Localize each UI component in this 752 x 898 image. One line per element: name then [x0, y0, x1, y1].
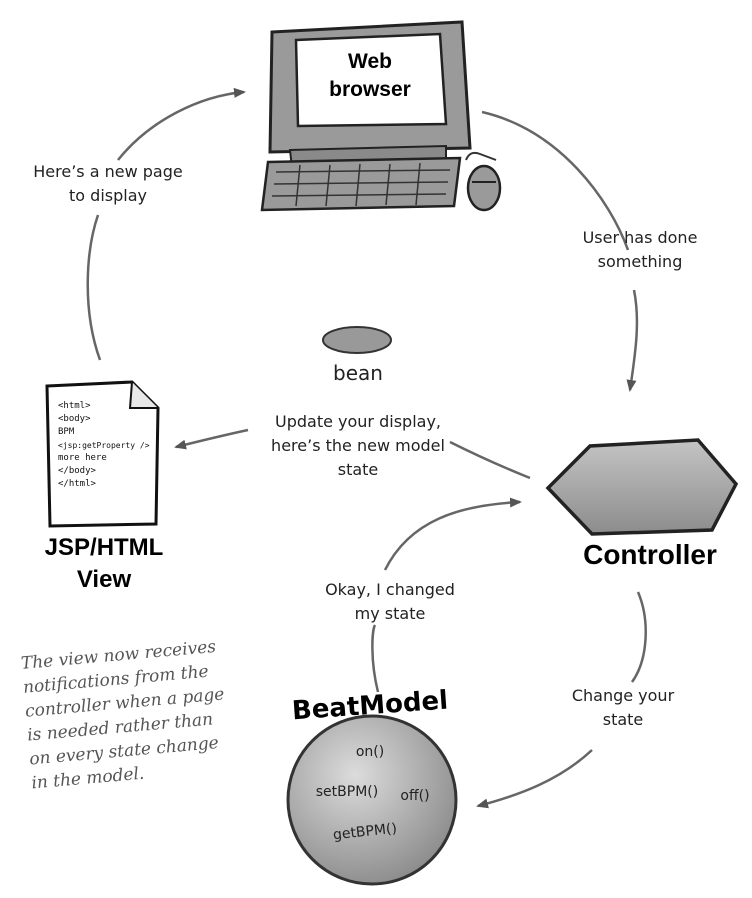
computer-icon — [260, 20, 502, 212]
label-line: Change your — [571, 686, 675, 705]
code-line: </body> — [58, 466, 96, 476]
label-line: to display — [69, 186, 147, 205]
handwritten-note: The view now receives notifications from… — [20, 631, 272, 795]
browser-label-line: Web — [348, 50, 392, 73]
label-line: something — [597, 252, 683, 271]
arrow-controller-to-view — [176, 428, 531, 480]
arrow-view-to-browser — [86, 92, 244, 361]
label-line: here’s the new model — [271, 436, 445, 455]
label-line: state — [602, 710, 644, 729]
jsp-document-icon — [45, 380, 160, 528]
arrow-controller-to-model — [478, 591, 647, 806]
code-line: <html> — [58, 401, 91, 411]
label-line: state — [337, 460, 379, 479]
new-page-label: Here’s a new page to display — [18, 160, 198, 208]
view-title-line: View — [76, 566, 132, 593]
jsp-code: <html> <body> BPM <jsp:getProperty /> mo… — [58, 400, 154, 491]
controller-label: Controller — [583, 539, 717, 570]
label-line: Update your display, — [275, 412, 441, 431]
method-set-bpm: setBPM() — [315, 784, 379, 800]
bean-icon — [322, 326, 392, 354]
controller-hexagon-icon — [545, 438, 739, 536]
changed-state-label: Okay, I changed my state — [300, 578, 480, 626]
beat-model-sphere-icon — [286, 714, 458, 886]
view-title: JSP/HTML View — [14, 532, 194, 596]
label-line: my state — [354, 604, 426, 623]
code-line: more here — [58, 453, 107, 463]
user-action-label: User has done something — [560, 226, 720, 274]
method-on: on() — [355, 744, 385, 760]
code-line: </html> — [58, 479, 96, 489]
method-off: off() — [400, 788, 430, 804]
code-line: <body> — [58, 414, 91, 424]
code-line: <jsp:getProperty /> — [58, 441, 150, 450]
browser-label-line: browser — [329, 78, 411, 101]
label-line: User has done — [582, 228, 698, 247]
view-title-line: JSP/HTML — [44, 534, 164, 561]
bean-label: bean — [333, 361, 383, 385]
update-display-label: Update your display, here’s the new mode… — [248, 410, 468, 482]
arrow-model-to-controller — [371, 502, 520, 693]
label-line: Here’s a new page — [33, 162, 183, 181]
arrow-browser-to-controller — [481, 110, 637, 390]
code-line: BPM — [58, 427, 75, 437]
change-state-label: Change your state — [548, 684, 698, 732]
browser-label: Web browser — [300, 48, 440, 104]
label-line: Okay, I changed — [325, 580, 455, 599]
